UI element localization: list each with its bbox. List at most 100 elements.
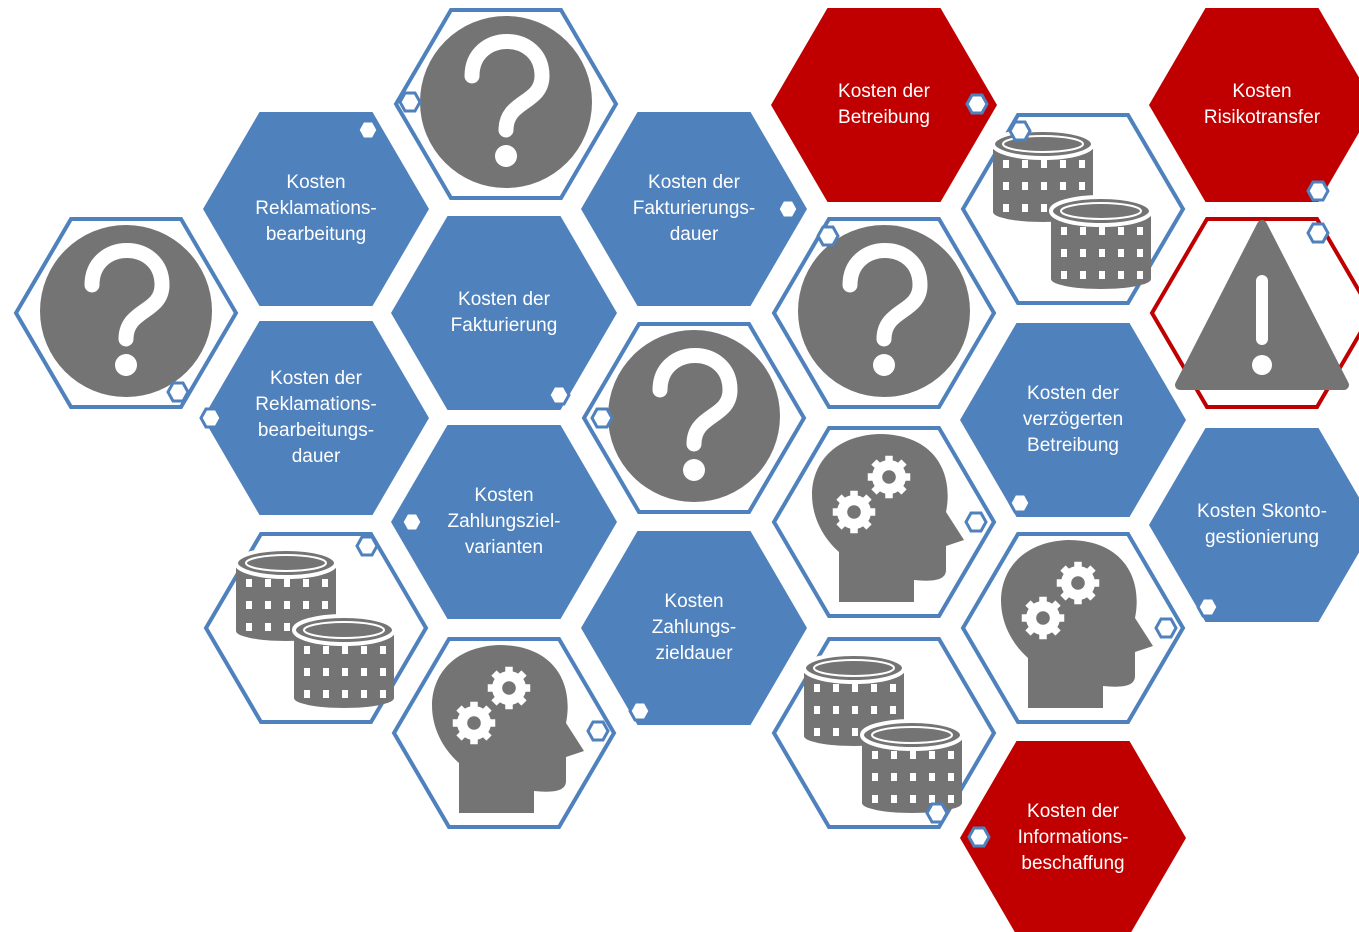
hexagon-connector-icon (590, 407, 614, 429)
hexagon-connector-icon (547, 384, 571, 406)
hexagon-fakturierungsdauer (581, 112, 807, 306)
hexagon-label-reklamationsbearbeitung: Kosten Reklamations- bearbeitung (255, 172, 377, 245)
hexagon-connector-icon (1306, 180, 1330, 202)
hexagon-shape (203, 112, 429, 306)
hexagon-connector-icon (199, 407, 223, 429)
question-circle (608, 330, 780, 502)
hexagon-connector-icon (586, 720, 610, 742)
hexagon-connector-icon (356, 119, 380, 141)
hexagon-shape (391, 216, 617, 410)
question-circle (40, 225, 212, 397)
hexagon-betreibung (771, 8, 997, 202)
head-gears-icon (1001, 540, 1153, 708)
hexagon-zahlungszielvarianten (391, 425, 617, 619)
hexagon-label-zahlungszieldauer: Kosten Zahlungs- zieldauer (651, 591, 737, 664)
hexagon-shape (771, 8, 997, 202)
question-mark (652, 348, 738, 452)
hexagon-informationsbeschaffung (960, 741, 1186, 932)
hexagon-shape (391, 425, 617, 619)
hexagon-question-left (13, 217, 239, 409)
hexagon-skontogestionierung (1149, 428, 1359, 622)
warning-bar (1256, 275, 1268, 345)
coins-icon (991, 128, 1153, 289)
coins-stack-front (860, 719, 964, 813)
head-silhouette (812, 434, 964, 602)
coins-stack-back (234, 547, 338, 641)
question-icon (40, 225, 212, 397)
hexagon-risikotransfer (1149, 8, 1359, 202)
gears (452, 666, 531, 745)
head-silhouette (1001, 540, 1153, 708)
hexagon-head-gears-right (960, 532, 1186, 724)
coins-stack-front (1049, 195, 1153, 289)
hexagon-connector-icon (1008, 492, 1032, 514)
hexagon-label-betreibung: Kosten der Betreibung (838, 81, 930, 128)
question-circle (420, 16, 592, 188)
hexagon-connector-icon (1196, 596, 1220, 618)
hexagon-label-informationsbeschaffung: Kosten der Informations- beschaffung (1017, 801, 1129, 874)
hexagon-connector-icon (1008, 120, 1032, 142)
hexagon-label-reklamationsbearbeitungsdauer: Kosten der Reklamations- bearbeitungs- d… (255, 368, 377, 467)
warning-icon (1175, 220, 1349, 390)
hexagon-label-risikotransfer: Kosten Risikotransfer (1203, 81, 1321, 128)
hexagon-coins-left (203, 532, 429, 724)
gears (1021, 561, 1100, 640)
coins-stack-front (292, 614, 396, 708)
hexagon-label-fakturierungsdauer: Kosten der Fakturierungs- dauer (632, 172, 756, 245)
hexagon-question-top (393, 8, 619, 200)
hexagon-connector-icon (166, 381, 190, 403)
hexagon-connector-icon (1306, 222, 1330, 244)
hexagon-connector-icon (398, 91, 422, 113)
hexagon-shape (581, 112, 807, 306)
hexagon-head-gears-mid (771, 426, 997, 618)
hexagon-zahlungszieldauer (581, 531, 807, 725)
question-dot (495, 145, 517, 167)
head-gears-icon (432, 645, 584, 813)
hexagon-shape (960, 741, 1186, 932)
hexagon-coins-right (771, 637, 997, 829)
hexagon-reklamationsbearbeitung (203, 112, 429, 306)
hexagon-shape (960, 323, 1186, 517)
hexagon-connector-icon (816, 225, 840, 247)
coins-stack-back (802, 652, 906, 746)
hexagon-reklamationsbearbeitungsdauer (203, 321, 429, 515)
hexagon-warning (1149, 217, 1359, 409)
hexagon-connector-icon (925, 802, 949, 824)
hexagon-shape (581, 531, 807, 725)
hexagon-label-skontogestionierung: Kosten Skonto- gestionierung (1197, 501, 1327, 548)
question-mark (842, 243, 928, 347)
hexagon-connector-icon (1154, 617, 1178, 639)
hexagon-connector-icon (355, 535, 379, 557)
hexagon-connector-icon (776, 198, 800, 220)
hexagon-shape (1149, 428, 1359, 622)
hexagon-connector-icon (400, 511, 424, 533)
hexagon-connector-icon (965, 93, 989, 115)
gears (832, 455, 911, 534)
hexagon-question-center (581, 322, 807, 514)
warning-dot (1252, 355, 1272, 375)
hexagon-label-fakturierung: Kosten der Fakturierung (450, 289, 558, 336)
question-dot (683, 459, 705, 481)
hexagon-question-right (771, 217, 997, 409)
hexagon-label-zahlungszielvarianten: Kosten Zahlungsziel- varianten (447, 485, 561, 558)
question-dot (115, 354, 137, 376)
question-icon (420, 16, 592, 188)
hexagon-verzoegerte-betreibung (960, 323, 1186, 517)
coins-icon (234, 547, 396, 708)
hexagon-connector-icon (628, 700, 652, 722)
head-gears-icon (812, 434, 964, 602)
question-dot (873, 354, 895, 376)
question-circle (798, 225, 970, 397)
hexagon-shape (203, 321, 429, 515)
hexagon-label-verzoegerte-betreibung: Kosten der verzögerten Betreibung (1022, 383, 1124, 456)
head-silhouette (432, 645, 584, 813)
hexagon-shape (1149, 8, 1359, 202)
question-icon (798, 225, 970, 397)
question-mark (464, 34, 550, 138)
hexagon-connector-icon (964, 511, 988, 533)
hexagon-fakturierung (391, 216, 617, 410)
hexagon-coins-mid (960, 113, 1186, 305)
coins-icon (802, 652, 964, 813)
hexagon-head-gears-left (391, 637, 617, 829)
